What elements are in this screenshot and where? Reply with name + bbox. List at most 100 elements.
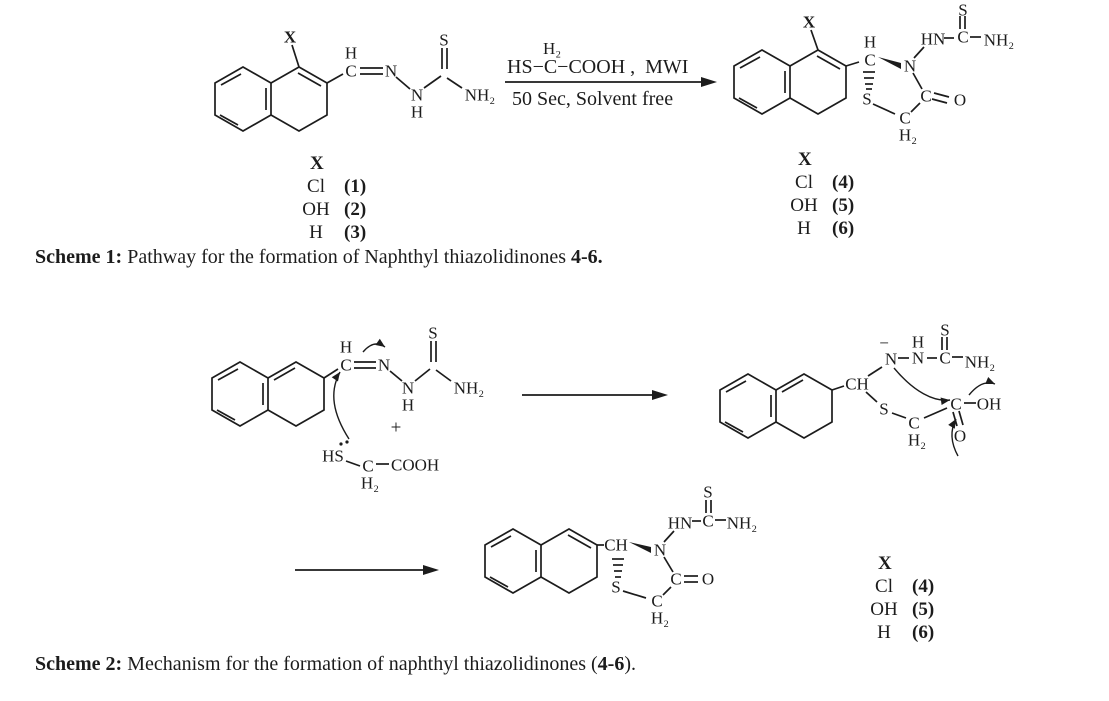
- table-row: OH(2): [302, 199, 367, 220]
- dihydro-ring: [270, 66, 328, 132]
- plus-sign: +: [391, 418, 402, 439]
- atom-label-c: C: [670, 570, 681, 589]
- atom-label-s: S: [428, 324, 437, 343]
- table-header-x: X: [310, 153, 324, 174]
- table-row: OH(5): [870, 599, 935, 620]
- caption-label: Scheme 1:: [35, 246, 123, 268]
- wedge-bond: [878, 57, 901, 69]
- atom-label-n: N: [904, 57, 916, 76]
- atom-label-nh2: NH₂: [727, 514, 757, 533]
- table-row: H(3): [309, 222, 367, 243]
- atom-label-n: N: [402, 379, 414, 398]
- aromatic-ring: [214, 66, 272, 132]
- atom-label-c: C: [920, 87, 931, 106]
- atom-label-ch: CH: [604, 536, 628, 555]
- atom-label-h2: H₂: [899, 126, 917, 145]
- atom-label-n: N: [385, 62, 397, 81]
- atom-label-c: C: [908, 414, 919, 433]
- dihydro-ring: [775, 373, 833, 439]
- atom-label-hs: HS: [322, 447, 344, 466]
- leaving-group-arrow: [968, 382, 996, 396]
- table-header-x: X: [878, 553, 892, 574]
- atom-label-c: C: [702, 512, 713, 531]
- atom-label-c: C: [939, 349, 950, 368]
- atom-label-hn: HN: [921, 30, 946, 49]
- caption-compound-numbers: 4-6: [571, 246, 598, 268]
- caption-compound-numbers: 4-6: [597, 653, 625, 675]
- nucleophilic-attack-arrow: [333, 371, 350, 440]
- table-row: Cl(4): [875, 576, 935, 597]
- caption-end: .: [597, 246, 603, 268]
- wedge-bond: [629, 542, 651, 553]
- aromatic-ring: [733, 49, 791, 115]
- atom-label-s: S: [958, 1, 967, 20]
- dihydro-ring: [267, 361, 325, 427]
- atom-label-o: O: [954, 427, 966, 446]
- table-header-x: X: [798, 149, 812, 170]
- atom-label-h2: H₂: [651, 609, 669, 628]
- atom-label-c: C: [340, 356, 351, 375]
- scheme2-reactant-structure: H C N N H S NH₂ + HS C H₂ COOH: [211, 324, 484, 493]
- atom-label-oh: OH: [977, 395, 1002, 414]
- atom-label-nh2: NH₂: [965, 353, 995, 372]
- table-row: H(6): [797, 218, 855, 239]
- hashed-bond: [863, 71, 875, 90]
- carbonyl-double-bond: [933, 92, 950, 98]
- atom-label-x: X: [284, 28, 297, 47]
- atom-label-x: X: [803, 13, 816, 32]
- scheme2-intermediate-structure: CH − N H N C S NH₂ S C H₂ C OH O: [719, 321, 1002, 457]
- atom-label-h: H: [411, 103, 423, 122]
- x-substituent-bond: [291, 44, 300, 68]
- caption-end: ).: [624, 653, 636, 675]
- atom-label-c: C: [950, 395, 961, 414]
- atom-label-h2: H₂: [908, 431, 926, 450]
- table-row: Cl(1): [307, 176, 367, 197]
- negative-charge: −: [879, 334, 889, 353]
- atom-label-h: H: [912, 333, 924, 352]
- atom-label-s: S: [703, 483, 712, 502]
- atom-label-nh2: NH₂: [465, 86, 495, 105]
- x-substituent-bond: [810, 29, 819, 51]
- atom-label-cooh: COOH: [391, 456, 439, 475]
- lone-pair-dot: [339, 442, 343, 446]
- scheme2-caption: Scheme 2: Mechanism for the formation of…: [35, 653, 636, 676]
- atom-label-s: S: [940, 321, 949, 340]
- dihydro-ring: [540, 528, 598, 594]
- condition-below-arrow: 50 Sec, Solvent free: [512, 88, 674, 110]
- atom-label-h: H: [864, 33, 876, 52]
- aromatic-ring: [484, 528, 542, 594]
- caption-text: Pathway for the formation of Naphthyl th…: [122, 246, 571, 268]
- scheme2-substituent-table: X Cl(4) OH(5) H(6): [864, 552, 934, 644]
- atom-label-nh2: NH₂: [984, 31, 1014, 50]
- scheme1-reactant-substituent-table: X Cl(1) OH(2) H(3): [296, 152, 366, 244]
- table-row: H(6): [877, 622, 935, 643]
- atom-label-c: C: [345, 62, 356, 81]
- atom-label-h: H: [345, 44, 357, 63]
- scheme2-step1-arrow: [522, 390, 668, 400]
- scheme1-reaction-arrow: [505, 77, 717, 87]
- carbonyl-double-bond: [952, 411, 958, 427]
- atom-label-n: N: [912, 349, 924, 368]
- atom-label-c: C: [864, 51, 875, 70]
- atom-label-c: C: [362, 457, 373, 476]
- atom-label-h: H: [340, 338, 352, 357]
- hashed-bond: [612, 558, 624, 578]
- atom-label-c: C: [899, 109, 910, 128]
- scheme1-caption: Scheme 1: Pathway for the formation of N…: [35, 246, 603, 269]
- table-row: Cl(4): [795, 172, 855, 193]
- atom-label-hn: HN: [668, 514, 693, 533]
- scheme2-product-structure: CH N S C O C H₂ HN C S NH₂: [484, 483, 757, 628]
- atom-label-h2: H₂: [361, 474, 379, 493]
- atom-label-n: N: [411, 86, 423, 105]
- dihydro-ring: [789, 49, 847, 115]
- scheme1-product-substituent-table: X Cl(4) OH(5) H(6): [784, 148, 854, 240]
- lone-pair-dot: [345, 440, 349, 444]
- scheme1-reactant-structure: X H C N N H S NH₂: [214, 28, 495, 132]
- scheme2-step2-arrow: [295, 565, 439, 575]
- caption-text: Mechanism for the formation of naphthyl …: [122, 653, 598, 675]
- atom-label-c: C: [651, 592, 662, 611]
- caption-label: Scheme 2:: [35, 653, 123, 675]
- atom-label-o: O: [954, 91, 966, 110]
- atom-label-n: N: [378, 356, 390, 375]
- aromatic-ring: [211, 361, 269, 427]
